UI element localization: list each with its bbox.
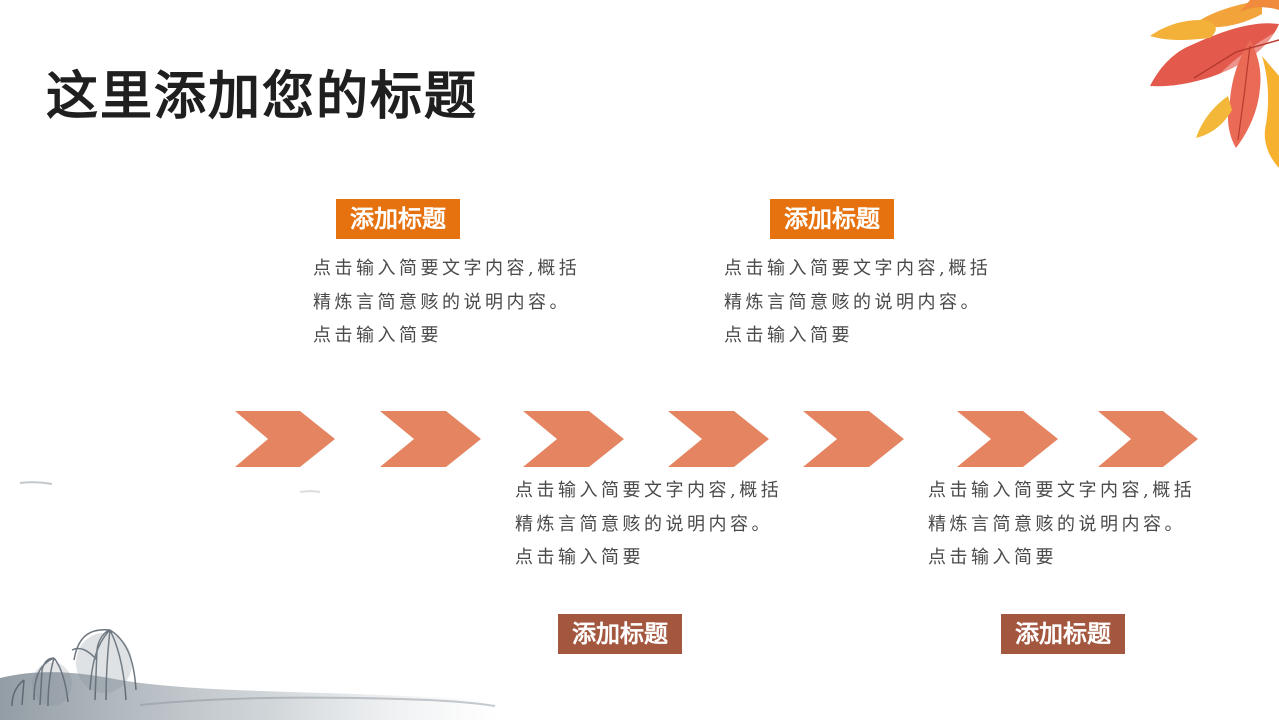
step-1-description: 点击输入简要文字内容,概括精炼言简意赅的说明内容。点击输入简要	[313, 258, 581, 346]
step-3-description: 点击输入简要文字内容,概括精炼言简意赅的说明内容。点击输入简要	[515, 480, 783, 568]
chevron-arrow-icon	[380, 411, 481, 467]
chevron-arrow-icon	[1098, 411, 1198, 467]
step-2-description: 点击输入简要文字内容,概括精炼言简意赅的说明内容。点击输入简要	[724, 258, 992, 346]
chevron-arrow-icon	[668, 411, 769, 467]
step-4-heading: 添加标题	[1001, 614, 1125, 654]
step-2-heading: 添加标题	[770, 199, 894, 239]
page-title: 这里添加您的标题	[46, 66, 479, 127]
step-1-heading: 添加标题	[336, 199, 460, 239]
step-3-heading: 添加标题	[558, 614, 682, 654]
chevron-arrow-icon	[523, 411, 624, 467]
chevron-arrow-icon	[957, 411, 1058, 467]
step-4-description: 点击输入简要文字内容,概括精炼言简意赅的说明内容。点击输入简要	[928, 480, 1196, 568]
chevron-arrow-icon	[235, 411, 335, 467]
chevron-arrow-icon	[803, 411, 904, 467]
